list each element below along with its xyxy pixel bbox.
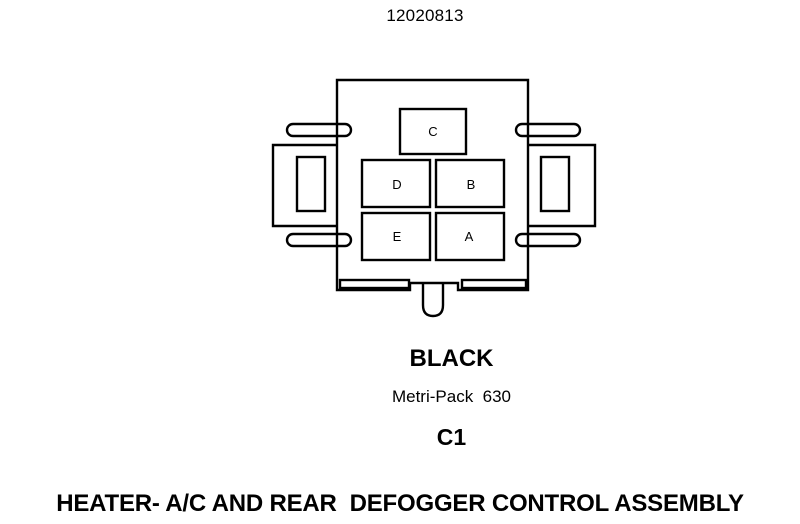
pin-label-a: A xyxy=(465,229,474,244)
polarization-key xyxy=(421,283,445,318)
pin-cavity-a xyxy=(434,211,506,262)
latch-tab-upper-right xyxy=(514,122,582,138)
connector-face-diagram: C D B E A xyxy=(271,78,597,318)
pin-label-d: D xyxy=(392,177,401,192)
latch-tab-lower-right xyxy=(514,232,582,248)
part-number: 12020813 xyxy=(386,6,464,25)
latch-tab-upper-left xyxy=(285,122,353,138)
side-bracket-right xyxy=(528,143,597,228)
pin-label-b: B xyxy=(467,177,476,192)
pin-cavity-c xyxy=(398,107,468,156)
latch-tab-lower-left xyxy=(285,232,353,248)
pin-cavity-d xyxy=(360,158,432,209)
pin-label-e: E xyxy=(393,229,402,244)
bottom-ledge-left xyxy=(338,278,411,290)
connector-series-label: Metri-Pack 630 xyxy=(391,387,512,406)
connector-color-label: BLACK xyxy=(409,345,494,372)
connector-id-label: C1 xyxy=(436,424,467,450)
side-slot-left xyxy=(295,155,327,213)
side-bracket-left xyxy=(271,143,337,228)
pin-label-c: C xyxy=(428,124,437,139)
pin-cavity-e xyxy=(360,211,432,262)
bottom-ledge-right xyxy=(460,278,528,290)
side-slot-right xyxy=(539,155,571,213)
connector-housing xyxy=(335,78,530,292)
assembly-title: HEATER- A/C AND REAR DEFOGGER CONTROL AS… xyxy=(56,490,744,517)
pin-cavity-b xyxy=(434,158,506,209)
